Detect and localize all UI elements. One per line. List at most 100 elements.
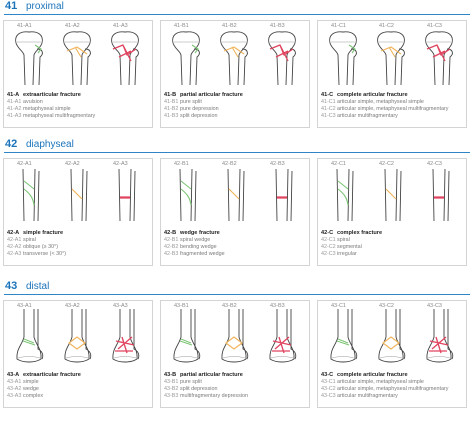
subtype-code: 42-C3: [321, 251, 336, 258]
bone-outline: [227, 168, 245, 222]
subtype-label: articular simple, metaphyseal multifragm…: [337, 106, 449, 113]
subtype-code: 43-B2: [164, 386, 179, 393]
bone-outline: [426, 309, 454, 363]
bone-outline: [432, 168, 450, 222]
bone-41-c2: [377, 31, 405, 86]
joint-line: [65, 356, 89, 359]
subtype-code: 42-B3: [164, 251, 179, 258]
subtype-row: 43-C1articular simple, metaphyseal simpl…: [321, 379, 467, 386]
bone-42-c2: [384, 168, 402, 222]
bone-outline: [16, 309, 44, 363]
group-title: extraarticular fracture: [23, 372, 81, 378]
bone-outline: [118, 168, 136, 222]
joint-line: [17, 356, 41, 359]
bone-43-b3: [269, 309, 297, 363]
subtype-label: segmental: [337, 244, 362, 251]
fracture-line: [434, 196, 444, 199]
subtype-code-label: 41-C3: [427, 23, 442, 29]
bone-outline: [15, 31, 43, 86]
bone-illustrations: [179, 168, 293, 222]
bone-illustrations: [329, 31, 453, 86]
bone-41-b2: [220, 31, 248, 86]
bone-outline: [378, 309, 406, 363]
subtype-label: articular multifragmentary: [337, 113, 398, 120]
subtype-code-label: 42-A3: [113, 161, 128, 167]
bone-outline: [330, 309, 358, 363]
subtype-code-label: 41-B1: [174, 23, 189, 29]
fracture-line: [277, 196, 287, 199]
subtype-label: avulsion: [23, 99, 43, 105]
subtype-code: 42-A3: [7, 251, 22, 258]
subtype-row: 42-C1spiral: [321, 237, 467, 244]
subtype-row: 41-C1articular simple, metaphyseal simpl…: [321, 99, 467, 106]
fracture-line: [382, 336, 400, 350]
subtype-code-label: 42-B3: [270, 161, 285, 167]
subtype-label: wedge: [23, 386, 39, 393]
subtype-label: bending wedge: [180, 244, 217, 251]
bone-illustrations: [22, 168, 136, 222]
bone-illustrations: [172, 31, 296, 86]
subtype-code: 42-C1: [321, 237, 336, 243]
bone-outline: [111, 31, 139, 86]
section-title: proximal: [26, 1, 64, 12]
fracture-line: [23, 180, 35, 206]
subtype-label: fragmented wedge: [180, 251, 225, 258]
bone-43-c1: [330, 309, 358, 363]
bone-42-a3: [118, 168, 136, 222]
fracture-line: [66, 46, 88, 58]
subtype-row: 41-C3articular multifragmentary: [321, 113, 467, 120]
fracture-line: [426, 44, 451, 62]
subtype-code-label: 43-A1: [17, 303, 32, 309]
bone-43-c2: [378, 309, 406, 363]
subtype-code-label: 42-C2: [379, 161, 394, 167]
subtype-code-label: 43-B2: [222, 303, 237, 309]
group-code: 42-A: [7, 230, 20, 236]
fracture-line: [385, 188, 397, 200]
bone-illustrations: [336, 168, 450, 222]
subtype-label: metaphyseal multifragmentary: [23, 113, 96, 120]
subtype-label: spiral: [337, 237, 350, 243]
subtype-row: 42-C2segmental: [321, 244, 467, 251]
subtype-row: 43-C3articular multifragmentary: [321, 393, 467, 400]
bone-illustrations: [16, 309, 140, 363]
bone-41-c1: [329, 31, 357, 86]
fracture-line: [223, 46, 245, 58]
bone-illustrations: [15, 31, 139, 86]
fracture-line: [336, 338, 350, 346]
fracture-line: [429, 336, 449, 354]
bone-outline: [275, 168, 293, 222]
subtype-code-label: 42-A2: [65, 161, 80, 167]
joint-line: [113, 356, 137, 359]
subtype-code: 41-A2: [7, 106, 22, 113]
subtype-label: split depression: [180, 386, 218, 393]
subtype-code-label: 41-A3: [113, 23, 128, 29]
fracture-line: [337, 180, 349, 206]
subtype-code: 41-C3: [321, 113, 336, 120]
bone-outline: [268, 31, 296, 86]
bone-outline: [336, 168, 354, 222]
bone-42-c3: [432, 168, 450, 222]
joint-line: [174, 356, 198, 359]
bone-41-c3: [425, 31, 453, 86]
group-code: 42-C: [321, 230, 334, 236]
fracture-line: [228, 188, 240, 200]
